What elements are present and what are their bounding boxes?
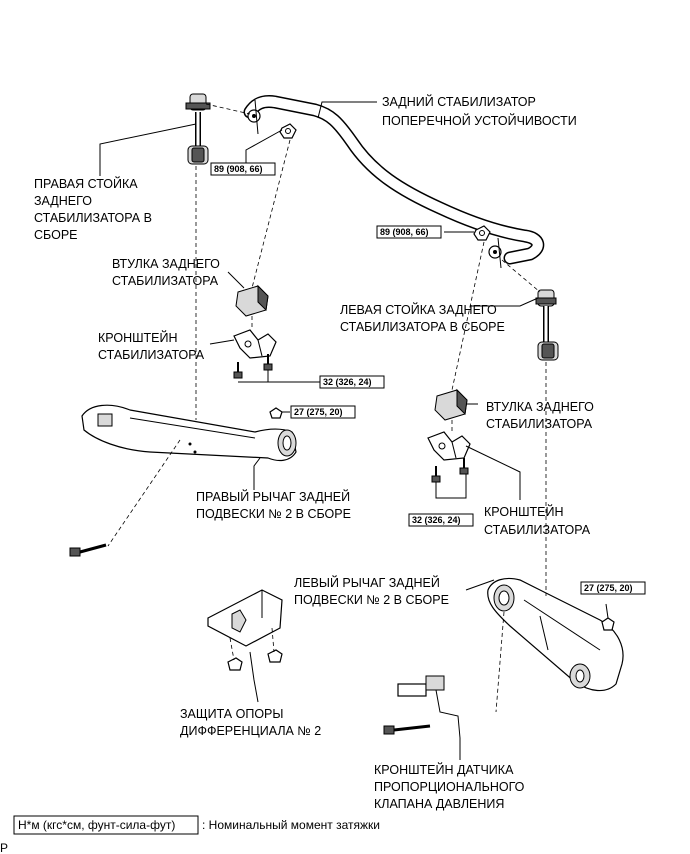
bushing-left-side-label: ВТУЛКА ЗАДНЕГО СТАБИЛИЗАТОРА	[112, 257, 223, 288]
bushing-left-side-drawing	[235, 284, 269, 317]
left-stabilizer-link-drawing	[501, 259, 559, 361]
legend-unit-text: Н*м (кгс*см, фунт-сила-фут)	[18, 818, 175, 832]
left-arm-label: ЛЕВЫЙ РЫЧАГ ЗАДНЕЙ ПОДВЕСКИ № 2 В СБОРЕ	[294, 575, 449, 607]
svg-text:32 (326, 24): 32 (326, 24)	[323, 377, 372, 387]
torque-box-link-nut-left: 89 (908, 66)	[376, 225, 442, 239]
sensor-bracket-drawing	[383, 675, 461, 739]
bracket-right-side-label: КРОНШТЕЙН СТАБИЛИЗАТОРА	[484, 504, 591, 537]
torque-box-arm-nut-left: 27 (275, 20)	[580, 581, 646, 595]
left-stabilizer-link-label: ЛЕВАЯ СТОЙКА ЗАДНЕГО СТАБИЛИЗАТОРА В СБО…	[340, 302, 505, 334]
link-nut-right	[279, 123, 297, 139]
link-nut-left	[473, 225, 491, 241]
right-stabilizer-link-label: ПРАВАЯ СТОЙКА ЗАДНЕГО СТАБИЛИЗАТОРА В СБ…	[34, 176, 155, 242]
bracket-bolts-right-drawing	[431, 458, 469, 483]
bracket-left-side-label: КРОНШТЕЙН СТАБИЛИЗАТОРА	[98, 330, 205, 362]
rear-stabilizer-bar-drawing	[243, 95, 545, 269]
svg-text:89 (908, 66): 89 (908, 66)	[214, 164, 263, 174]
torque-box-bracket-bolts-right: 32 (326, 24)	[408, 513, 474, 527]
svg-text:32 (326, 24): 32 (326, 24)	[412, 515, 461, 525]
leader-lines	[99, 101, 609, 760]
diff-support-guard-label: ЗАЩИТА ОПОРЫ ДИФФЕРЕНЦИАЛА № 2	[180, 707, 321, 738]
bracket-left-side-drawing	[233, 329, 277, 359]
right-arm-drawing	[81, 404, 297, 462]
legend: Н*м (кгс*см, фунт-сила-фут) : Номинальны…	[13, 815, 380, 835]
sensor-bracket-label: КРОНШТЕЙН ДАТЧИКА ПРОПОРЦИОНАЛЬНОГО КЛАП…	[374, 762, 528, 811]
bushing-right-side-label: ВТУЛКА ЗАДНЕГО СТАБИЛИЗАТОРА	[486, 400, 597, 431]
rear-stabilizer-bar-label: ЗАДНИЙ СТАБИЛИЗАТОР ПОПЕРЕЧНОЙ УСТОЙЧИВО…	[382, 94, 577, 128]
legend-unit-box	[13, 815, 199, 835]
torque-box-bracket-bolts-left: 32 (326, 24)	[319, 375, 385, 389]
bushing-right-side-drawing	[434, 388, 468, 421]
torque-box-arm-nut-right: 27 (275, 20)	[290, 405, 356, 419]
legend-description: : Номинальный момент затяжки	[202, 818, 380, 832]
torque-box-link-nut-right: 89 (908, 66)	[210, 162, 276, 176]
bracket-bolts-left-drawing	[233, 354, 273, 379]
right-stabilizer-link-drawing	[185, 93, 251, 165]
corner-mark: P	[0, 841, 8, 854]
svg-text:89 (908, 66): 89 (908, 66)	[380, 227, 429, 237]
svg-text:27 (275, 20): 27 (275, 20)	[584, 583, 633, 593]
svg-text:27 (275, 20): 27 (275, 20)	[294, 407, 343, 417]
right-arm-label: ПРАВЫЙ РЫЧАГ ЗАДНЕЙ ПОДВЕСКИ № 2 В СБОРЕ	[196, 489, 354, 521]
left-arm-drawing	[487, 577, 624, 692]
right-arm-bolt-drawing	[69, 543, 107, 557]
bracket-right-side-drawing	[427, 431, 471, 461]
diff-support-guard-drawing	[207, 589, 283, 671]
